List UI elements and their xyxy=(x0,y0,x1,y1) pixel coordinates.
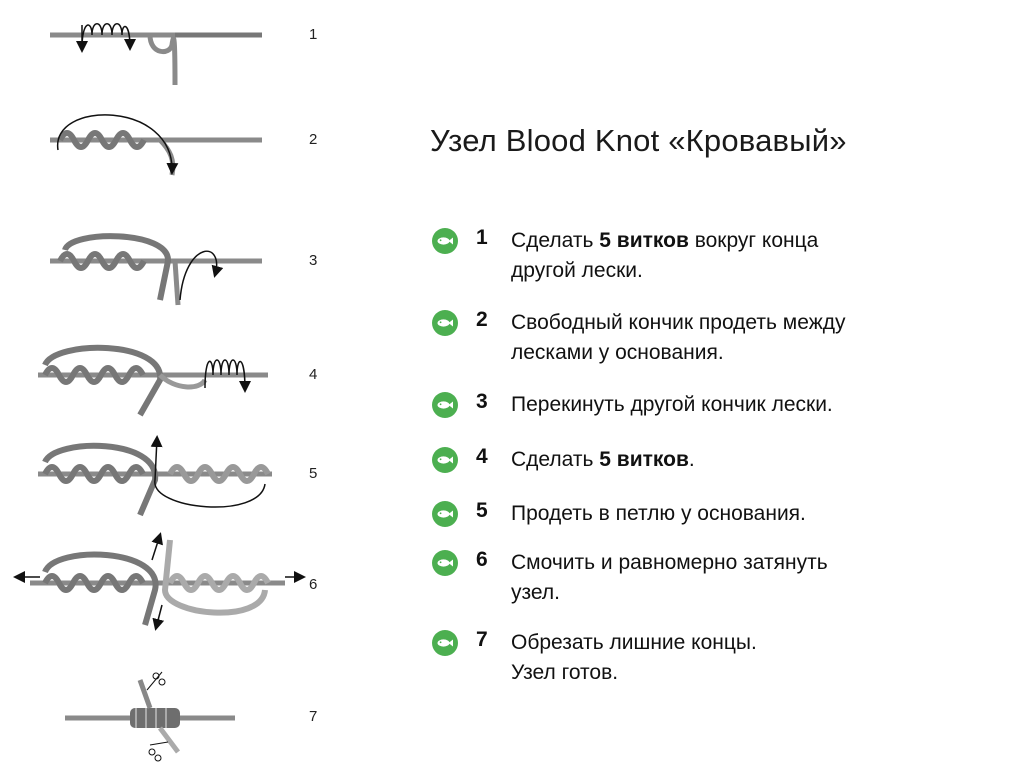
step-line-1: Свободный кончик продеть между xyxy=(511,308,1001,338)
stage-3-drawing xyxy=(50,233,262,306)
step-line-2: Узел готов. xyxy=(511,661,619,684)
step-item: 1 Сделать 5 витков вокруг конца другой л… xyxy=(432,226,1012,286)
step-text-segment: Свободный кончик продеть между xyxy=(511,311,846,334)
stage-number-7: 7 xyxy=(309,708,318,725)
stage-number-3: 3 xyxy=(309,252,318,269)
step-text-segment: Продеть в петлю у основания. xyxy=(511,502,806,525)
step-number: 2 xyxy=(476,308,488,331)
step-number: 7 xyxy=(476,628,488,651)
fish-icon xyxy=(432,228,458,254)
step-text: Перекинуть другой кончик лески. xyxy=(511,390,1001,420)
step-number: 4 xyxy=(476,445,488,468)
step-line-1: Продеть в петлю у основания. xyxy=(511,499,1001,529)
step-line-2: лесками у основания. xyxy=(511,341,724,364)
stage-number-5: 5 xyxy=(309,465,318,482)
step-line-1: Обрезать лишние концы. xyxy=(511,628,1001,658)
stage-4-drawing xyxy=(38,344,268,417)
stage-number-1: 1 xyxy=(309,26,318,43)
scissors-icon xyxy=(148,741,169,762)
fish-icon xyxy=(432,392,458,418)
stage-number-6: 6 xyxy=(309,576,318,593)
fish-icon xyxy=(432,501,458,527)
stage-6-drawing xyxy=(13,532,306,631)
step-item: 6 Смочить и равномерно затянуть узел. xyxy=(432,548,1012,608)
step-item: 2 Свободный кончик продеть между лесками… xyxy=(432,308,1012,368)
fish-icon xyxy=(432,630,458,656)
step-text-segment: Обрезать лишние концы. xyxy=(511,631,757,654)
step-item: 7 Обрезать лишние концы. Узел готов. xyxy=(432,628,1012,688)
step-text: Продеть в петлю у основания. xyxy=(511,499,1001,529)
fish-icon xyxy=(432,447,458,473)
fish-icon xyxy=(432,550,458,576)
step-text-segment: . xyxy=(688,448,695,471)
step-number: 3 xyxy=(476,390,488,413)
step-item: 3 Перекинуть другой кончик лески. xyxy=(432,390,1012,450)
step-line-2: другой лески. xyxy=(511,259,643,282)
step-text-segment: Смочить и равномерно затянуть xyxy=(511,551,828,574)
stage-1-drawing xyxy=(50,23,262,86)
step-item: 4 Сделать 5 витков. xyxy=(432,445,1012,505)
step-line-1: Смочить и равномерно затянуть xyxy=(511,548,1001,578)
step-text: Свободный кончик продеть между лесками у… xyxy=(511,308,1001,368)
step-text-segment: Сделать xyxy=(511,448,600,471)
step-number: 1 xyxy=(476,226,488,249)
step-line-1: Сделать 5 витков вокруг конца xyxy=(511,226,1001,256)
step-text: Обрезать лишние концы. Узел готов. xyxy=(511,628,1001,688)
step-text-segment: Сделать xyxy=(511,229,600,252)
page-title: Узел Blood Knot «Кровавый» xyxy=(430,123,847,158)
step-emphasis: 5 витков xyxy=(599,448,689,471)
step-number: 5 xyxy=(476,499,488,522)
fish-icon xyxy=(432,310,458,336)
knot-illustrations xyxy=(13,23,306,762)
step-emphasis: 5 витков xyxy=(599,229,689,252)
step-item: 5 Продеть в петлю у основания. xyxy=(432,499,1012,559)
step-text: Смочить и равномерно затянуть узел. xyxy=(511,548,1001,608)
stage-5-drawing xyxy=(38,435,272,517)
step-line-1: Перекинуть другой кончик лески. xyxy=(511,390,1001,420)
step-text-segment: Перекинуть другой кончик лески. xyxy=(511,393,833,416)
step-number: 6 xyxy=(476,548,488,571)
stage-number-2: 2 xyxy=(309,131,318,148)
step-line-2: узел. xyxy=(511,581,560,604)
scissors-icon xyxy=(146,671,166,691)
step-text: Сделать 5 витков вокруг конца другой лес… xyxy=(511,226,1001,286)
step-text-segment: вокруг конца xyxy=(688,229,819,252)
step-text: Сделать 5 витков. xyxy=(511,445,1001,475)
stage-number-4: 4 xyxy=(309,366,318,383)
stage-7-drawing xyxy=(65,671,235,762)
stage-2-drawing xyxy=(50,114,262,176)
step-line-1: Сделать 5 витков. xyxy=(511,445,1001,475)
